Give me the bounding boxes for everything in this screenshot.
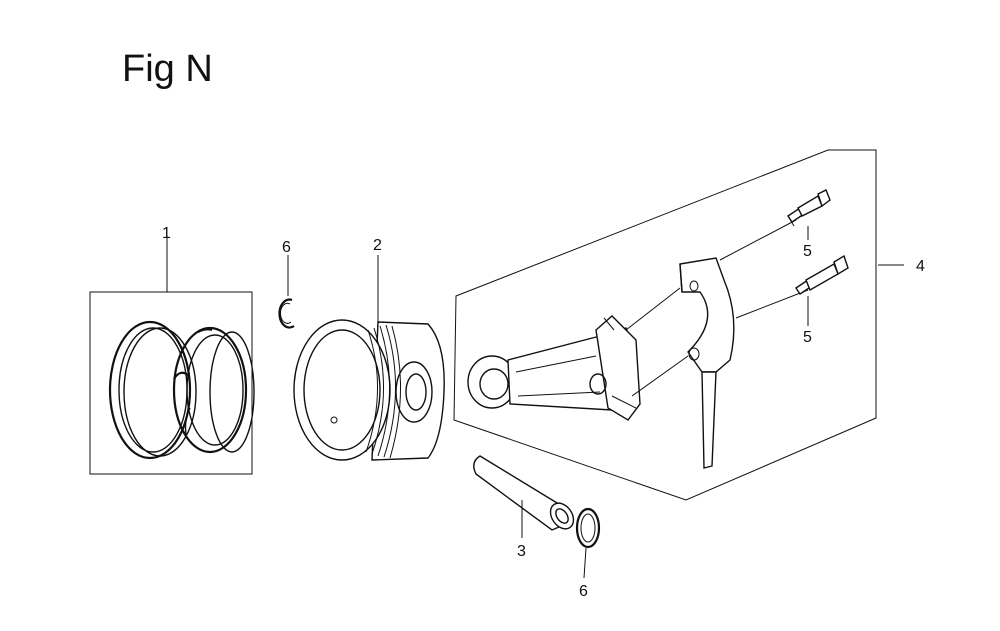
connecting-rod-assembly bbox=[453, 149, 877, 501]
piston-ring-set bbox=[89, 291, 255, 475]
callout-piston: 2 bbox=[373, 237, 382, 254]
callout-pin-clip-upper: 6 bbox=[282, 239, 291, 256]
callout-rod-bolt-lower: 5 bbox=[803, 329, 812, 346]
rod-bolt-lower bbox=[795, 254, 849, 295]
callout-piston-pin: 3 bbox=[517, 543, 526, 560]
callout-connecting-rod-assembly: 4 bbox=[916, 258, 925, 275]
piston bbox=[293, 319, 445, 461]
rod-bolt-upper bbox=[787, 189, 831, 227]
ring-set-frame bbox=[89, 291, 253, 475]
pin-clip-lower bbox=[575, 507, 601, 549]
callout-rod-bolt-upper: 5 bbox=[803, 243, 812, 260]
figure-title: Fig N bbox=[122, 48, 213, 90]
piston-pin bbox=[473, 455, 575, 531]
callout-pin-clip-lower: 6 bbox=[579, 583, 588, 600]
callout-piston-ring-set: 1 bbox=[162, 225, 171, 242]
pin-clip-upper bbox=[278, 298, 295, 329]
rod-assembly-frame bbox=[453, 149, 877, 501]
